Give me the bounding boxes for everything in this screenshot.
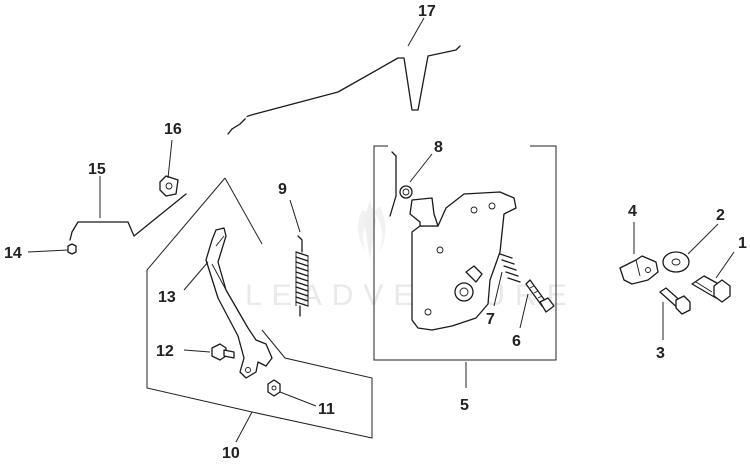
part-5-control-bracket [409,191,517,331]
part-6-screw [525,279,555,313]
callout-8: 8 [434,139,443,156]
callout-5: 5 [460,397,469,414]
callout-16: 16 [164,121,182,138]
callout-2: 2 [716,207,725,224]
callout-labels: 1 2 3 4 5 6 7 8 9 10 11 12 13 14 15 16 1… [4,3,747,462]
callout-9: 9 [278,181,287,198]
part-13-control-lever [205,227,273,379]
part-4-bracket-clip [619,255,659,285]
callout-11: 11 [318,401,335,418]
part-16-clip [159,175,179,197]
part-14-nut [67,243,77,255]
callout-10: 10 [222,445,240,462]
part-2-washer [662,251,690,273]
part-3-bolt [659,287,691,315]
group-box-10 [146,177,373,439]
callout-7: 7 [486,311,495,328]
callout-14: 14 [4,245,22,262]
callout-17: 17 [418,3,436,20]
part-15-link-rod [69,193,187,241]
part-11-nut [267,379,281,397]
callout-6: 6 [512,333,521,350]
callout-12: 12 [156,343,174,360]
part-9-spring [295,235,309,317]
group-box-5 [373,145,557,361]
part-1-shoulder-bolt [691,275,731,303]
callout-13: 13 [158,289,176,306]
watermark-text: LEADVENTURE [245,279,577,312]
watermark: LEADVENTURE [245,200,577,312]
part-12-pivot-bolt [211,343,235,361]
callout-15: 15 [88,161,106,178]
part-8-torsion-spring [389,151,413,217]
leader-lines [27,17,735,443]
part-7-small-spring [499,253,521,283]
callout-4: 4 [628,203,637,220]
part-17-control-rod [227,45,461,135]
callout-1: 1 [738,235,747,252]
callout-3: 3 [656,345,665,362]
watermark-logo-icon [357,200,386,260]
